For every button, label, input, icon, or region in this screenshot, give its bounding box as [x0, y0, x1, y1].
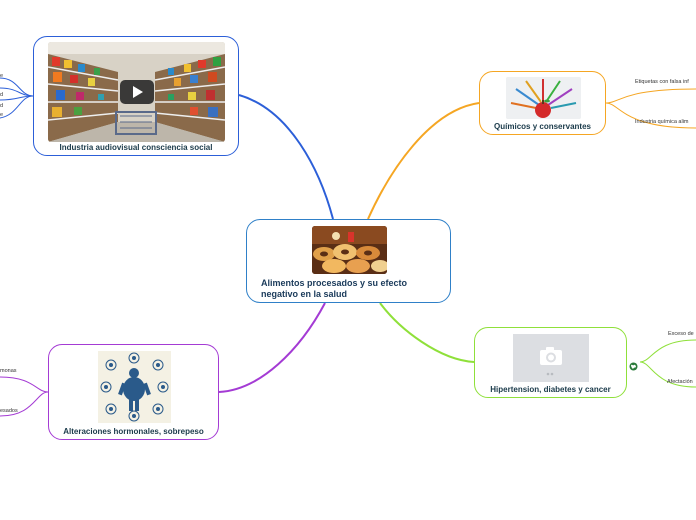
leaf-label[interactable]: e: [0, 73, 4, 79]
leaf-label[interactable]: Industria química alim: [635, 119, 689, 125]
globe-icon[interactable]: [629, 358, 638, 371]
central-topic-node[interactable]: Alimentos procesados y su efecto negativ…: [246, 219, 451, 303]
leaf-label[interactable]: monas: [0, 368, 17, 374]
branch-node-quimicos[interactable]: Químicos y conservantes: [479, 71, 606, 135]
leaf-label[interactable]: e: [0, 112, 4, 118]
syringes-apple-image: [506, 77, 581, 119]
central-title-line2: negativo en la salud: [261, 289, 348, 299]
leaf-label[interactable]: d: [0, 103, 4, 109]
supermarket-video-thumbnail[interactable]: [48, 42, 225, 142]
branch-node-hipertension[interactable]: Hipertension, diabetes y cancer: [474, 327, 627, 398]
branch-label-alteraciones: Alteraciones hormonales, sobrepeso: [63, 427, 204, 436]
central-topic-title: Alimentos procesados y su efecto negativ…: [261, 278, 407, 300]
obesity-infographic-image: [98, 351, 171, 423]
camera-placeholder-icon: [513, 334, 589, 382]
processed-food-image: [312, 226, 387, 274]
branch-label-industria-audiovisual: Industria audiovisual consciencia social: [59, 143, 213, 152]
leaf-label[interactable]: Exceso de: [668, 331, 694, 337]
branch-node-industria-audiovisual[interactable]: Industria audiovisual consciencia social: [33, 36, 239, 156]
leaf-label[interactable]: esados: [0, 408, 18, 414]
leaf-label[interactable]: Etiquetas con falsa inf: [635, 79, 689, 85]
branch-label-hipertension: Hipertension, diabetes y cancer: [490, 385, 611, 394]
leaf-label[interactable]: d: [0, 92, 4, 98]
branch-label-quimicos: Químicos y conservantes: [494, 122, 591, 131]
leaf-label[interactable]: Afectación: [667, 379, 693, 385]
central-title-line1: Alimentos procesados y su efecto: [261, 278, 408, 288]
branch-node-alteraciones[interactable]: Alteraciones hormonales, sobrepeso: [48, 344, 219, 440]
play-button-icon[interactable]: [120, 80, 154, 104]
